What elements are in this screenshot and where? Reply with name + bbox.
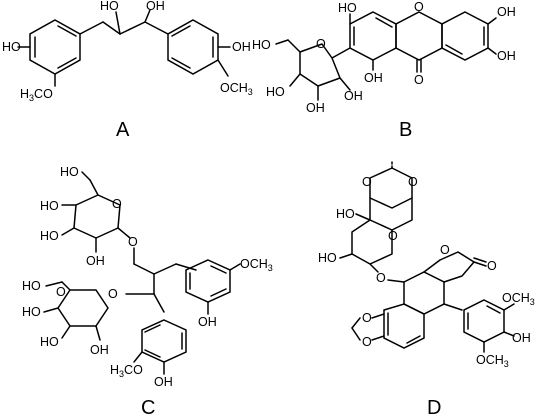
atom-label-oh: OH: [232, 40, 251, 54]
atom-label-ho: HO: [22, 305, 41, 319]
atom-label-o: O: [388, 229, 398, 243]
atom-label-ho: HO: [60, 165, 79, 179]
atom-label-oh: OH: [154, 375, 173, 389]
panel-label-a: A: [116, 119, 130, 141]
atom-label-o: O: [362, 175, 372, 189]
atom-label-o: O: [440, 243, 450, 257]
atom-label-h3co: H3CO: [110, 363, 143, 379]
atom-label-ho: HO: [336, 207, 355, 221]
atom-label-oh: OH: [306, 101, 325, 115]
structure-c: O HO HO HO OH O O O HO HO HO OH: [22, 165, 273, 419]
structure-b: O O HO OH OH OH O HO HO OH OH B: [252, 0, 516, 141]
atom-label-o: O: [414, 0, 424, 14]
atom-label-o: O: [408, 175, 418, 189]
atom-label-o: O: [108, 287, 118, 301]
atom-label-oh: OH: [90, 343, 109, 357]
atom-label-och3: OCH3: [502, 291, 535, 307]
atom-label-h3co: H3CO: [20, 87, 53, 103]
atom-label-oh: OH: [364, 71, 383, 85]
atom-label-o: O: [362, 335, 372, 349]
atom-label-ho: HO: [266, 85, 285, 99]
atom-label-oh: OH: [198, 315, 217, 329]
atom-label-o: O: [487, 259, 497, 273]
structure-a: HO H3CO HO OH OH OCH3 A: [2, 0, 253, 141]
atom-label-ho: HO: [22, 279, 41, 293]
atom-label-oh: OH: [86, 254, 105, 268]
atom-label-o: O: [362, 311, 372, 325]
atom-label-o: O: [414, 73, 424, 87]
atom-label-o: O: [128, 235, 138, 249]
atom-label-ho: HO: [338, 1, 357, 15]
atom-label-ho: HO: [100, 0, 119, 13]
atom-label-o: O: [316, 37, 326, 51]
panel-label-c: C: [141, 397, 155, 419]
atom-label-ho: HO: [40, 199, 59, 213]
atom-label-oh: OH: [146, 0, 165, 13]
atom-label-ho: HO: [40, 335, 59, 349]
atom-label-oh: OH: [344, 89, 363, 103]
atom-label-o: O: [376, 271, 386, 285]
atom-label-och3: OCH3: [476, 353, 509, 369]
atom-label-och3: OCH3: [240, 257, 273, 273]
atom-label-o: O: [112, 197, 122, 211]
atom-label-ho: HO: [318, 251, 337, 265]
atom-label-ho: HO: [40, 229, 59, 243]
panel-label-b: B: [399, 119, 412, 141]
atom-label-o: O: [56, 285, 66, 299]
atom-label-och3: OCH3: [220, 81, 253, 97]
atom-label-oh: OH: [512, 331, 531, 345]
structure-d: O O O HO HO O O O O O: [318, 159, 535, 419]
atom-label-oh: OH: [497, 49, 516, 63]
atom-label-oh: OH: [497, 5, 516, 19]
atom-label-ho: HO: [252, 38, 271, 52]
panel-label-d: D: [427, 397, 441, 419]
atom-label-oh: HO: [2, 40, 21, 54]
